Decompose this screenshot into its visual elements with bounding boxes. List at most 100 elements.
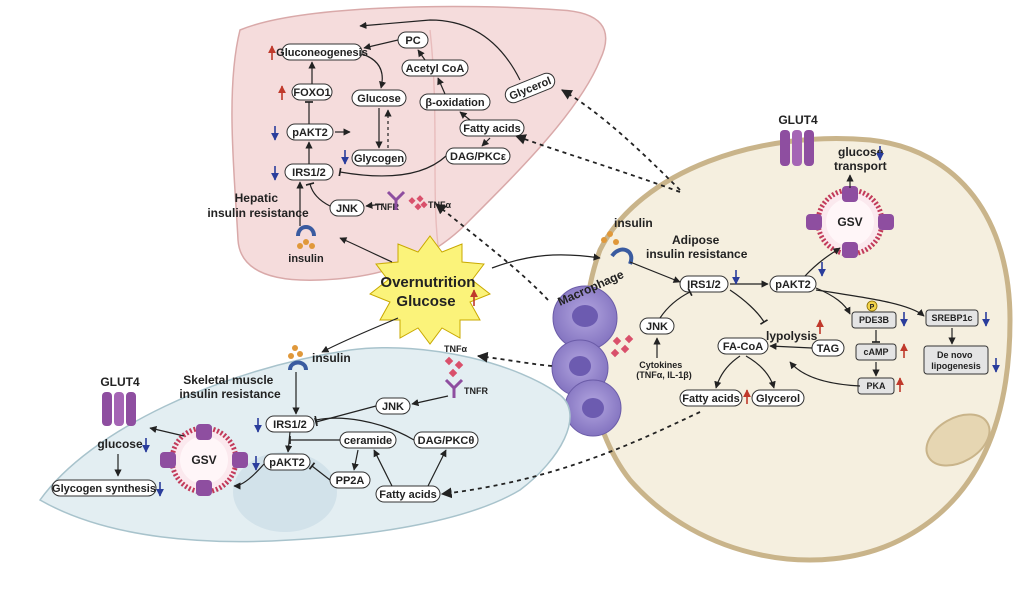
svg-text:PDE3B: PDE3B: [859, 315, 890, 325]
svg-text:pAKT2: pAKT2: [269, 457, 304, 469]
svg-text:IRS1/2: IRS1/2: [687, 279, 721, 291]
adipose-cytokines-label: Cytokines (TNFα, IL-1β): [636, 360, 692, 380]
svg-text:JNK: JNK: [382, 401, 404, 413]
adipose-pka-node: PKA: [857, 377, 895, 395]
adipose-insulin-label: insulin: [614, 216, 653, 230]
svg-text:FA-CoA: FA-CoA: [723, 341, 763, 353]
adipose-denovo-node: De novo lipogenesis: [923, 345, 989, 375]
muscle-tnfr-label: TNFR: [464, 386, 488, 396]
adipose-pakt2-node: pAKT2: [769, 275, 817, 293]
svg-text:Acetyl CoA: Acetyl CoA: [406, 63, 465, 75]
adipose-pde3b-node: PDE3B: [851, 311, 897, 329]
muscle-change-indicators: [252, 418, 262, 471]
svg-text:DAG/PKCθ: DAG/PKCθ: [418, 435, 475, 447]
liver-tnfa-label: TNFα: [428, 200, 451, 210]
adipose-glut4-icon: [780, 130, 814, 166]
adipose-insulin-receptor-icon: [601, 231, 634, 265]
svg-text:De novo lipogenesis: De novo lipogenesis: [931, 350, 981, 371]
adipose-jnk-node: JNK: [639, 317, 675, 335]
adipose-shape: [583, 135, 1013, 563]
svg-text:PC: PC: [405, 35, 420, 47]
adipose-title: Adipose insulin resistance: [646, 233, 748, 261]
muscle-dag-node: DAG/PKCθ: [413, 431, 479, 449]
adipose-p-badge: P: [866, 300, 878, 312]
svg-text:Glycerol: Glycerol: [756, 393, 800, 405]
svg-text:Fatty acids: Fatty acids: [379, 489, 436, 501]
svg-text:Glycogen synthesis: Glycogen synthesis: [52, 483, 156, 495]
muscle-jnk-node: JNK: [375, 397, 411, 415]
liver-foxo1-node: FOXO1: [291, 83, 333, 101]
muscle-tnfr-receptor-icon: [444, 378, 464, 398]
adipose-glut4-label: GLUT4: [778, 113, 818, 127]
liver-arrows: [296, 19, 521, 226]
muscle-glut4-icon: [102, 392, 136, 426]
liver-tnfa-diamonds-icon: [408, 195, 428, 211]
liver-jnk-node: JNK: [329, 199, 365, 217]
adipose-fattyacids-node: Fatty acids: [679, 389, 743, 407]
liver-dag-node: DAG/PKCε: [445, 147, 511, 165]
svg-text:TAG: TAG: [817, 343, 839, 355]
muscle-nucleus: [233, 452, 337, 532]
liver-title-line2: insulin resistance: [207, 206, 309, 220]
muscle-pakt2-node: pAKT2: [263, 453, 311, 471]
svg-text:FOXO1: FOXO1: [293, 87, 330, 99]
adipose-camp-node: cAMP: [855, 343, 897, 361]
liver-glycogen-node: Glycogen: [351, 149, 407, 167]
svg-text:cAMP: cAMP: [863, 347, 888, 357]
muscle-irs-node: IRS1/2: [265, 415, 315, 433]
svg-text:P: P: [870, 304, 875, 311]
svg-text:JNK: JNK: [336, 203, 358, 215]
macrophage-cluster-icon: [551, 285, 622, 437]
adipose-facoa-node: FA-CoA: [717, 337, 769, 355]
svg-text:PP2A: PP2A: [336, 475, 365, 487]
svg-text:Gluconeogenesis: Gluconeogenesis: [276, 47, 368, 59]
dashed-arrows: [435, 89, 701, 499]
svg-text:PKA: PKA: [866, 381, 886, 391]
liver-fattyacids-node: Fatty acids: [459, 119, 525, 137]
svg-text:pAKT2: pAKT2: [775, 279, 810, 291]
muscle-tnfa-diamonds-icon: [444, 356, 464, 378]
muscle-glut4-label: GLUT4: [100, 375, 140, 389]
svg-text:Glucose: Glucose: [357, 93, 400, 105]
svg-text:Glycogen: Glycogen: [354, 153, 404, 165]
adipose-nucleus: [925, 413, 991, 467]
svg-text:SREBP1c: SREBP1c: [931, 313, 972, 323]
muscle-title: Skeletal muscle insulin resistance: [179, 373, 281, 401]
adipose-cell: [583, 135, 1013, 563]
svg-text:IRS1/2: IRS1/2: [273, 419, 307, 431]
muscle-gsv-vesicle-icon: [160, 424, 248, 496]
svg-text:DAG/PKCε: DAG/PKCε: [450, 151, 507, 163]
adipose-srebp-node: SREBP1c: [925, 309, 979, 327]
liver-gluconeogenesis-node: Gluconeogenesis: [276, 43, 368, 61]
muscle-insulin-receptor-icon: [288, 345, 308, 371]
adipose-irs-node: IRS1/2: [679, 275, 729, 293]
svg-text:ceramide: ceramide: [344, 435, 392, 447]
liver-tnfr-label: TNFR: [375, 202, 399, 212]
muscle-fattyacids-node: Fatty acids: [375, 485, 441, 503]
svg-text:β-oxidation: β-oxidation: [425, 97, 485, 109]
liver-pc-node: PC: [397, 31, 429, 49]
svg-text:JNK: JNK: [646, 321, 668, 333]
adipose-glucose-transport-label: glucose transport: [834, 145, 887, 173]
muscle-glycogen-synthesis-node: Glycogen synthesis: [51, 479, 157, 497]
liver-insulin-label: insulin: [288, 253, 324, 265]
liver-title: Hepatic insulin resistance: [207, 191, 309, 220]
central-arrows: [321, 237, 601, 353]
adipose-arrows: [629, 174, 956, 389]
svg-text:IRS1/2: IRS1/2: [292, 167, 326, 179]
svg-text:Fatty acids: Fatty acids: [463, 123, 520, 135]
adipose-change-indicators: [732, 262, 1000, 404]
liver-pakt2-node: pAKT2: [286, 123, 334, 141]
adipose-glycerol-node: Glycerol: [751, 389, 805, 407]
muscle-ceramide-node: ceramide: [339, 431, 397, 449]
liver-title-line1: Hepatic: [235, 191, 279, 205]
svg-text:Fatty acids: Fatty acids: [682, 393, 739, 405]
adipose-lipolysis-label: lypolysis: [766, 329, 818, 343]
liver-glucose-node: Glucose: [351, 89, 407, 107]
liver-shape: [231, 5, 607, 281]
muscle-pp2a-node: PP2A: [329, 471, 371, 489]
muscle-arrows: [114, 372, 449, 490]
liver-change-indicators: [268, 45, 349, 181]
adipose-gsv-label: GSV: [837, 215, 862, 229]
